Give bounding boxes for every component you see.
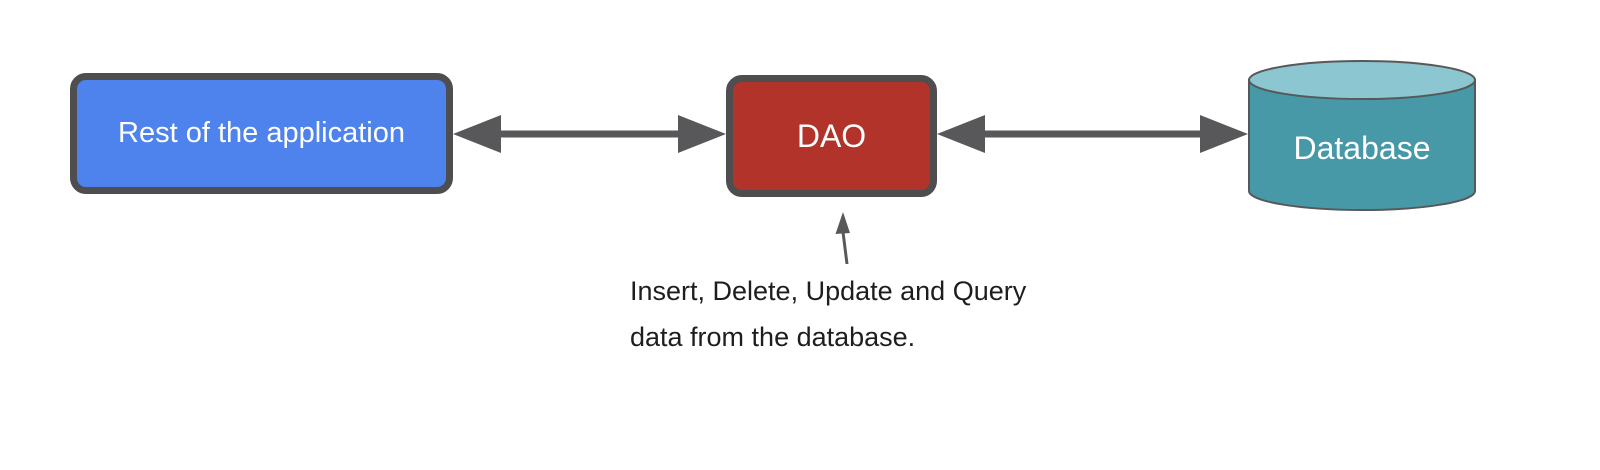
arrow-dao-database-right-head (1200, 115, 1248, 153)
database-cylinder-top (1248, 60, 1476, 100)
node-rest-of-application-label: Rest of the application (118, 117, 405, 149)
node-database-cylinder (1248, 60, 1476, 211)
arrow-dao-database-shaft (981, 130, 1204, 138)
annotation-pointer-shaft (841, 231, 849, 265)
annotation-text: Insert, Delete, Update and Query data fr… (630, 268, 1026, 360)
node-rest-of-application: Rest of the application (70, 73, 453, 194)
annotation-line-2: data from the database. (630, 322, 916, 352)
node-dao-label: DAO (796, 117, 867, 154)
arrow-app-dao-shaft (497, 130, 682, 138)
annotation-line-1: Insert, Delete, Update and Query (630, 276, 1027, 306)
arrow-app-dao-left-head (453, 115, 501, 153)
node-dao: DAO (726, 75, 937, 197)
annotation-pointer-up-arrow (835, 212, 850, 265)
arrow-dao-database-left-head (937, 115, 985, 153)
arrow-app-dao (453, 115, 726, 153)
database-cylinder-body (1248, 79, 1476, 211)
arrow-dao-database (937, 115, 1248, 153)
annotation-pointer-head (835, 212, 850, 234)
arrow-app-dao-right-head (678, 115, 726, 153)
